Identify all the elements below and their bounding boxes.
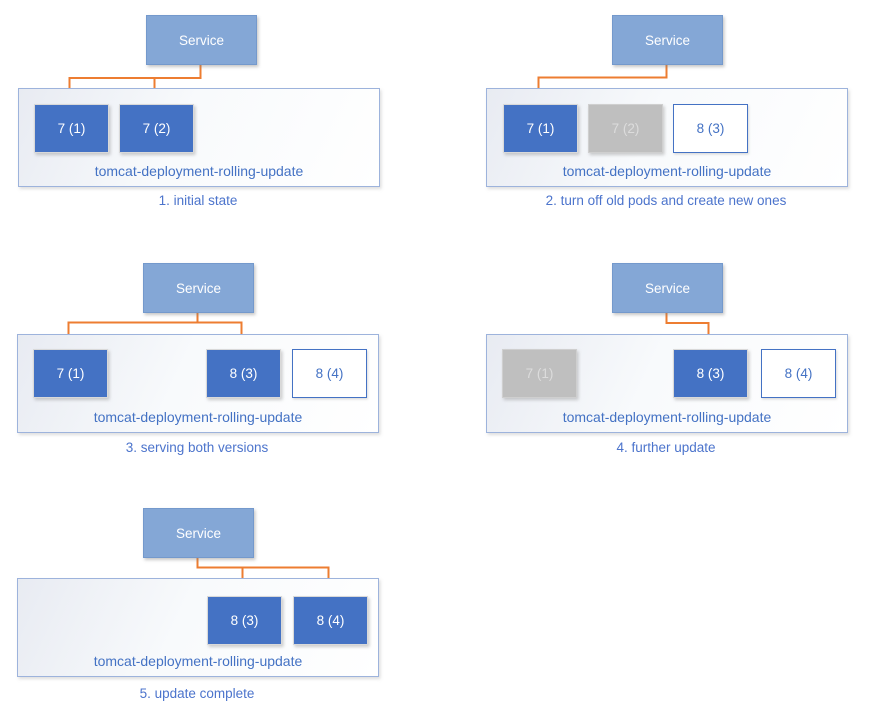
deployment-label: tomcat-deployment-rolling-update — [562, 163, 772, 179]
deployment-box: 7 (1) 8 (3) 8 (4) tomcat-deployment-roll… — [17, 334, 379, 433]
pod-7-1: 7 (1) — [503, 104, 578, 153]
service-box: Service — [143, 263, 254, 313]
pod-8-3: 8 (3) — [207, 596, 282, 645]
pod-7-2: 7 (2) — [588, 104, 663, 153]
deployment-label: tomcat-deployment-rolling-update — [562, 409, 772, 425]
service-box: Service — [146, 15, 257, 65]
panel-1-initial-state: Service 7 (1) 7 (2) tomcat-deployment-ro… — [0, 0, 435, 245]
deployment-label: tomcat-deployment-rolling-update — [93, 653, 303, 669]
pod-7-1: 7 (1) — [502, 349, 577, 398]
panel-3-serving-both-versions: Service 7 (1) 8 (3) 8 (4) tomcat-deploym… — [0, 245, 435, 490]
panel-2-turn-off-old-pods: Service 7 (1) 7 (2) 8 (3) tomcat-deploym… — [435, 0, 870, 245]
pod-8-4: 8 (4) — [293, 596, 368, 645]
pod-8-3: 8 (3) — [206, 349, 281, 398]
deployment-box: 8 (3) 8 (4) tomcat-deployment-rolling-up… — [17, 578, 379, 677]
deployment-box: 7 (1) 7 (2) tomcat-deployment-rolling-up… — [18, 88, 380, 187]
panel-5-update-complete: Service 8 (3) 8 (4) tomcat-deployment-ro… — [0, 490, 435, 718]
panel-caption: 4. further update — [616, 440, 716, 455]
panel-caption: 3. serving both versions — [125, 440, 269, 455]
pod-8-3: 8 (3) — [673, 349, 748, 398]
deployment-box: 7 (1) 8 (3) 8 (4) tomcat-deployment-roll… — [486, 334, 848, 433]
pod-8-4: 8 (4) — [292, 349, 367, 398]
service-box: Service — [612, 15, 723, 65]
panel-caption: 5. update complete — [139, 686, 255, 701]
panel-caption: 2. turn off old pods and create new ones — [545, 193, 787, 208]
panel-4-further-update: Service 7 (1) 8 (3) 8 (4) tomcat-deploym… — [435, 245, 870, 490]
panel-caption: 1. initial state — [158, 193, 238, 208]
service-box: Service — [143, 508, 254, 558]
pod-8-3: 8 (3) — [673, 104, 748, 153]
pod-7-1: 7 (1) — [33, 349, 108, 398]
deployment-label: tomcat-deployment-rolling-update — [93, 409, 303, 425]
deployment-box: 7 (1) 7 (2) 8 (3) tomcat-deployment-roll… — [486, 88, 848, 187]
pod-8-4: 8 (4) — [761, 349, 836, 398]
pod-7-1: 7 (1) — [34, 104, 109, 153]
pod-7-2: 7 (2) — [119, 104, 194, 153]
deployment-label: tomcat-deployment-rolling-update — [94, 163, 304, 179]
service-box: Service — [612, 263, 723, 313]
